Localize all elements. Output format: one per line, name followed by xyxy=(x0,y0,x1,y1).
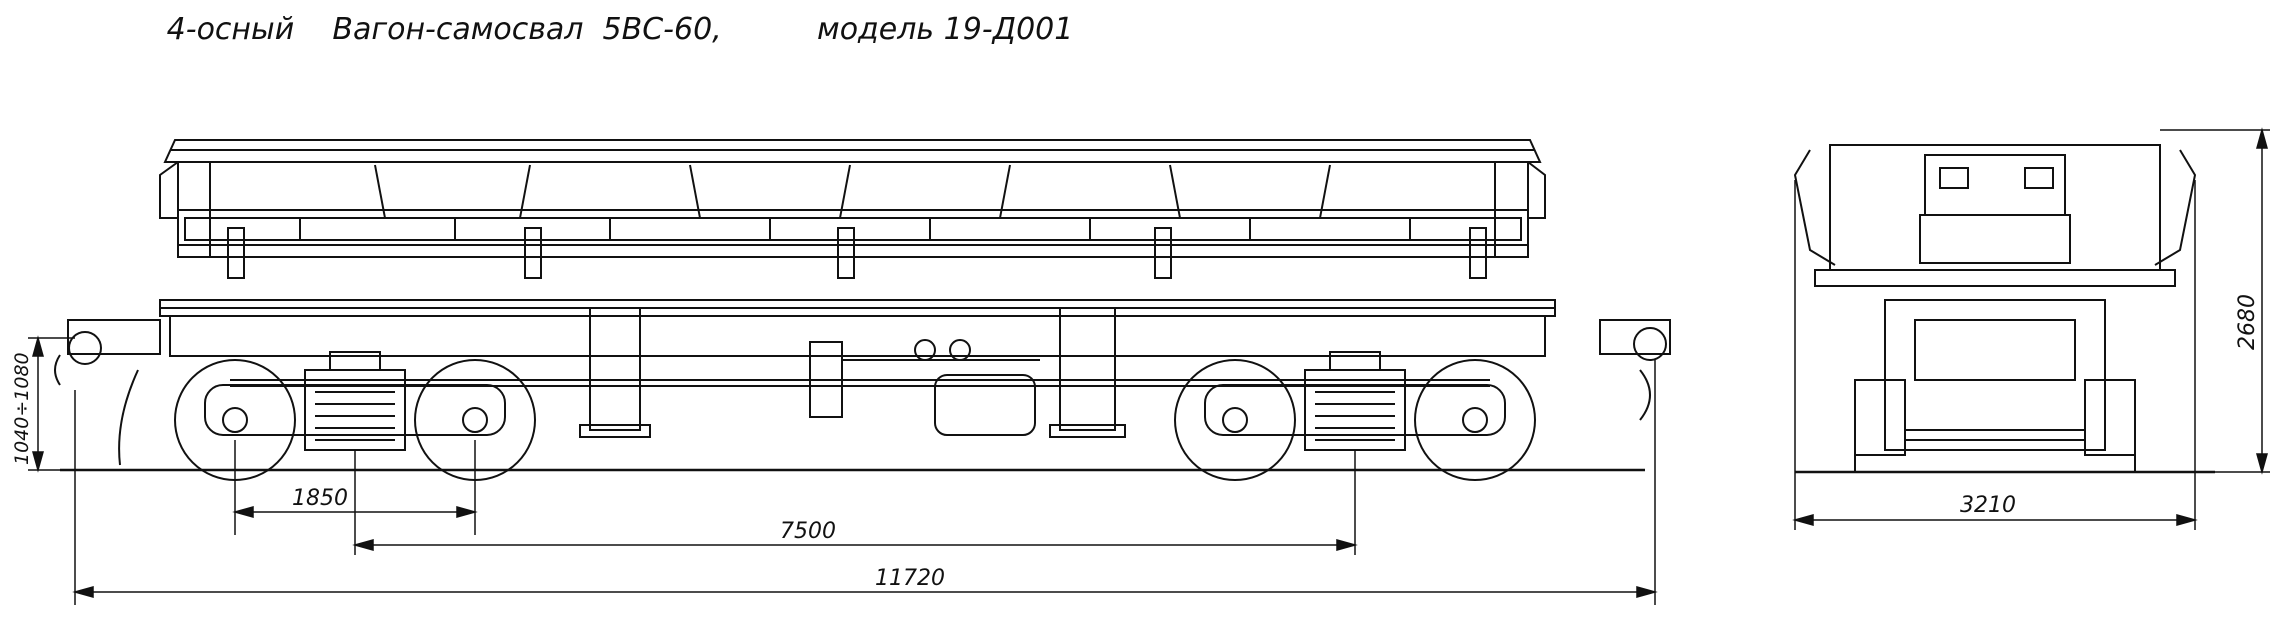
bogie-right xyxy=(1174,351,1536,481)
dim-height: 2680 xyxy=(2235,294,2260,350)
dim-coupler-height: 1040÷1080 xyxy=(11,352,33,465)
drawing-title: 4-осный Вагон-самосвал 5ВС-60, модель 19… xyxy=(166,12,1074,47)
end-dimension-lines xyxy=(1792,127,2270,530)
dim-bogie-wheelbase: 1850 xyxy=(292,486,348,511)
automatic-couplers xyxy=(54,319,1671,466)
dim-length-over-couplers: 11720 xyxy=(875,566,945,591)
dump-body xyxy=(159,139,1546,258)
end-body xyxy=(1829,144,2161,271)
end-view: 3210 2680 xyxy=(1792,127,2270,530)
end-underframe xyxy=(1884,299,2106,451)
side-dimension-lines xyxy=(28,335,1658,605)
side-view: 1850 7500 11720 1040÷1080 xyxy=(11,139,1671,605)
hinge-posts xyxy=(227,227,1487,279)
dim-bogie-centers: 7500 xyxy=(780,519,836,544)
dim-width: 3210 xyxy=(1960,493,2016,518)
